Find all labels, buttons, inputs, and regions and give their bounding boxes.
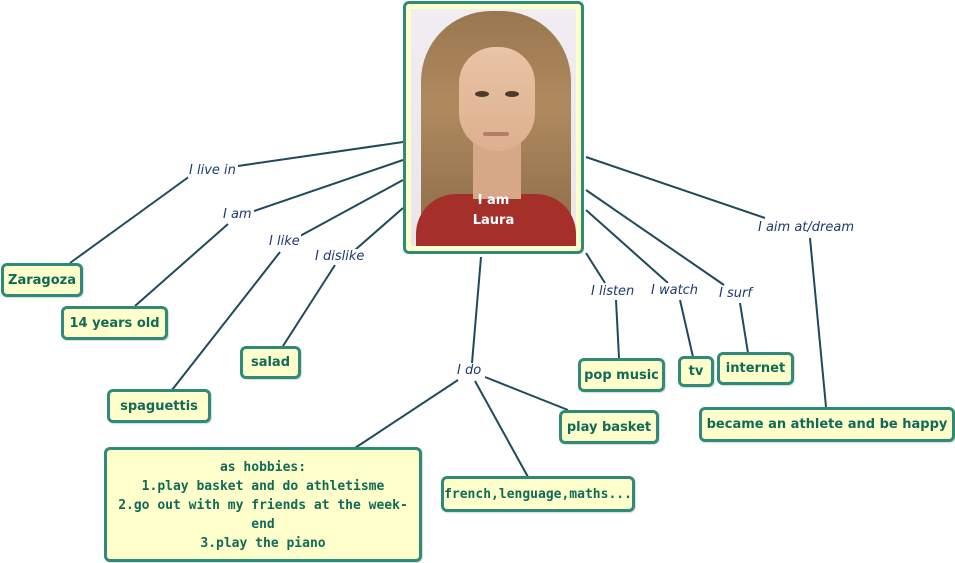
link-label-dislike: I dislike bbox=[314, 249, 366, 264]
line-live-in-b bbox=[69, 175, 191, 264]
link-label-do: I do bbox=[456, 363, 483, 378]
line-do-b bbox=[354, 379, 459, 449]
portrait-photo: I am Laura bbox=[411, 9, 576, 246]
link-label-aim: I aim at/dream bbox=[757, 220, 856, 235]
line-aim-b bbox=[809, 237, 827, 408]
link-label-am: I am bbox=[222, 207, 253, 222]
node-age[interactable]: 14 years old bbox=[61, 306, 168, 340]
line-like-b bbox=[171, 251, 281, 391]
line-do-a bbox=[471, 256, 482, 364]
node-zaragoza[interactable]: Zaragoza bbox=[1, 263, 83, 297]
link-label-watch: I watch bbox=[650, 283, 700, 298]
node-play-basket[interactable]: play basket bbox=[559, 410, 659, 444]
line-watch-a bbox=[585, 209, 669, 284]
line-am-b bbox=[134, 223, 229, 307]
node-tv[interactable]: tv bbox=[678, 356, 714, 387]
node-spaguettis[interactable]: spaguettis bbox=[107, 389, 211, 423]
line-watch-b bbox=[679, 299, 694, 358]
hobbies-item-3: 3.play the piano bbox=[200, 536, 326, 551]
center-caption-line2: Laura bbox=[472, 213, 515, 228]
line-listen-a bbox=[585, 252, 606, 284]
link-label-listen: I listen bbox=[590, 284, 636, 299]
line-am-a bbox=[253, 159, 404, 212]
node-hobbies[interactable]: as hobbies: 1.play basket and do athleti… bbox=[104, 447, 422, 562]
hobbies-item-2: 2.go out with my friends at the week-end bbox=[118, 498, 408, 532]
line-aim-a bbox=[585, 156, 766, 219]
line-like-a bbox=[299, 179, 404, 237]
hobbies-title: as hobbies: bbox=[219, 460, 307, 475]
center-caption: I am Laura bbox=[411, 191, 576, 231]
line-surf-b bbox=[739, 302, 749, 354]
link-label-surf: I surf bbox=[718, 286, 753, 301]
line-do-c bbox=[474, 380, 529, 478]
line-dislike-b bbox=[282, 264, 336, 347]
node-subjects[interactable]: french,lenguage,maths... bbox=[441, 476, 635, 512]
line-do-d bbox=[484, 376, 569, 411]
node-salad[interactable]: salad bbox=[240, 346, 301, 379]
hobbies-item-1: 1.play basket and do athletisme bbox=[141, 479, 385, 494]
link-label-live-in: I live in bbox=[188, 163, 237, 178]
line-surf-a bbox=[585, 189, 725, 286]
line-dislike-a bbox=[354, 207, 404, 251]
node-pop-music[interactable]: pop music bbox=[578, 358, 665, 392]
center-caption-line1: I am bbox=[477, 193, 510, 208]
line-listen-b bbox=[615, 299, 620, 359]
link-label-like: I like bbox=[268, 234, 301, 249]
node-internet[interactable]: internet bbox=[717, 352, 794, 385]
line-live-in-a bbox=[237, 141, 404, 167]
node-dream[interactable]: became an athlete and be happy bbox=[699, 407, 955, 442]
center-photo-node[interactable]: I am Laura bbox=[403, 1, 584, 254]
